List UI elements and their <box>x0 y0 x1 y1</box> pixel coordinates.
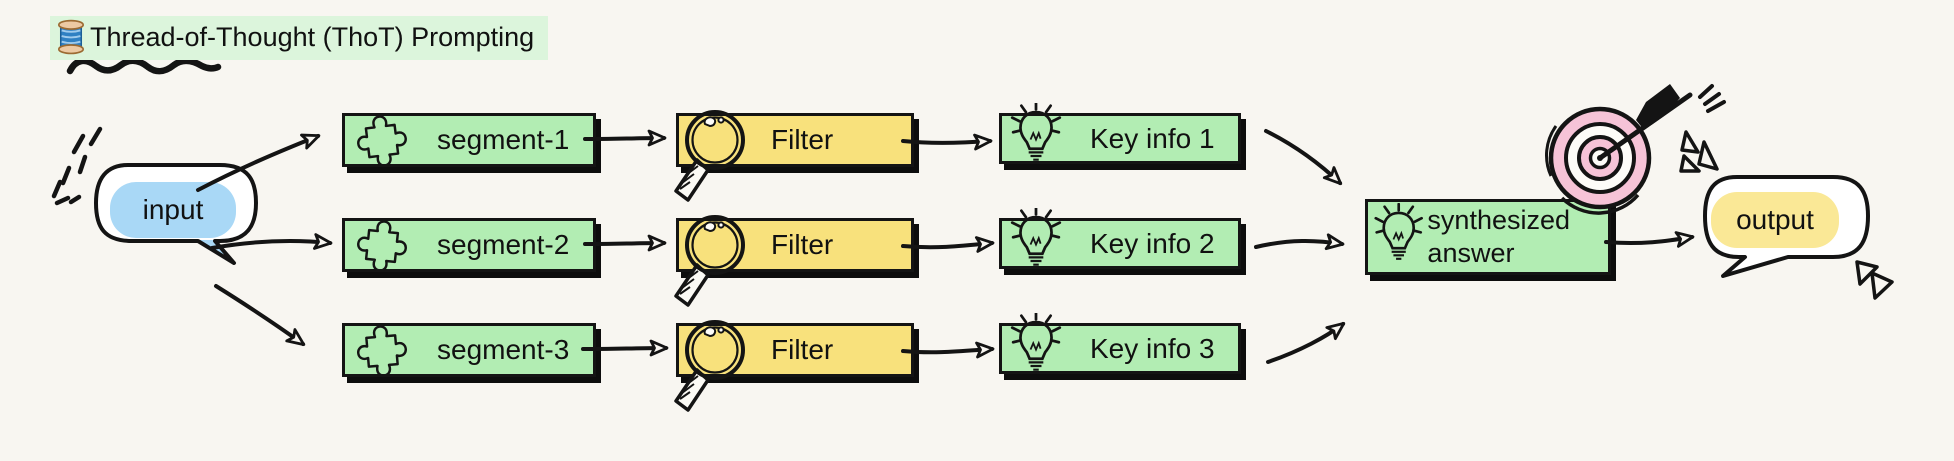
diagram-title: Thread-of-Thought (ThoT) Prompting <box>50 16 549 60</box>
node-key-info-3: Key info 3 <box>999 312 1241 374</box>
arrow-filter-to-keyinfo-2 <box>901 236 995 253</box>
arrow-segment1-to-filter <box>583 129 667 147</box>
arrow-keyinfo2-to-synthesized <box>1254 233 1345 251</box>
lightbulb-icon <box>1010 207 1062 266</box>
filter-label: Filter <box>771 334 834 365</box>
key-info-label: Key info 2 <box>1090 227 1215 259</box>
arrow-filter-to-keyinfo-1 <box>901 133 993 151</box>
puzzle-piece-icon <box>357 325 407 377</box>
segment-label: segment-1 <box>437 124 570 155</box>
filter-label: Filter <box>771 124 834 155</box>
dartboard-with-dart-icon <box>1545 84 1693 215</box>
node-segment-3: segment-3 <box>342 323 596 377</box>
output-label: output <box>1736 204 1814 235</box>
input-node: input <box>88 160 263 275</box>
magnifying-glass-icon <box>674 215 745 307</box>
node-key-info-2: Key info 2 <box>999 207 1241 269</box>
output-node: output <box>1693 168 1898 308</box>
filter-label: Filter <box>771 229 834 260</box>
lightbulb-icon <box>1010 102 1062 161</box>
thread-spool-icon <box>57 19 85 55</box>
puzzle-piece-icon <box>357 115 407 167</box>
node-filter-1: Filter <box>674 110 914 202</box>
node-segment-1: segment-1 <box>342 113 596 167</box>
arrow-keyinfo1-to-synthesized <box>1264 129 1343 186</box>
node-filter-2: Filter <box>674 215 914 307</box>
arrow-segment2-to-filter <box>583 234 667 252</box>
puzzle-piece-icon <box>357 220 407 272</box>
segment-label: segment-2 <box>437 229 570 260</box>
node-segment-2: segment-2 <box>342 218 596 272</box>
lightbulb-icon <box>1010 312 1062 371</box>
magnifying-glass-icon <box>674 320 745 412</box>
arrow-synthesized-to-output <box>1604 231 1695 248</box>
node-key-info-1: Key info 1 <box>999 102 1241 164</box>
input-label: input <box>142 194 204 225</box>
speech-bubble-icon <box>1703 175 1870 278</box>
wavy-underline <box>66 57 222 75</box>
node-synthesized-answer: synthesized answer <box>1365 199 1611 275</box>
key-info-label: Key info 1 <box>1090 122 1215 154</box>
arrow-input-to-segment-3 <box>214 284 306 346</box>
arrow-filter-to-keyinfo-3 <box>901 341 995 359</box>
synthesized-answer-label: synthesized answer <box>1427 205 1571 268</box>
segment-label: segment-3 <box>437 334 570 365</box>
key-info-label: Key info 3 <box>1090 332 1215 364</box>
node-filter-3: Filter <box>674 320 914 412</box>
diagram-title-text: Thread-of-Thought (ThoT) Prompting <box>90 21 535 52</box>
lightbulb-icon <box>1374 203 1423 260</box>
arrow-keyinfo3-to-synthesized <box>1266 321 1346 364</box>
magnifying-glass-icon <box>674 110 745 202</box>
